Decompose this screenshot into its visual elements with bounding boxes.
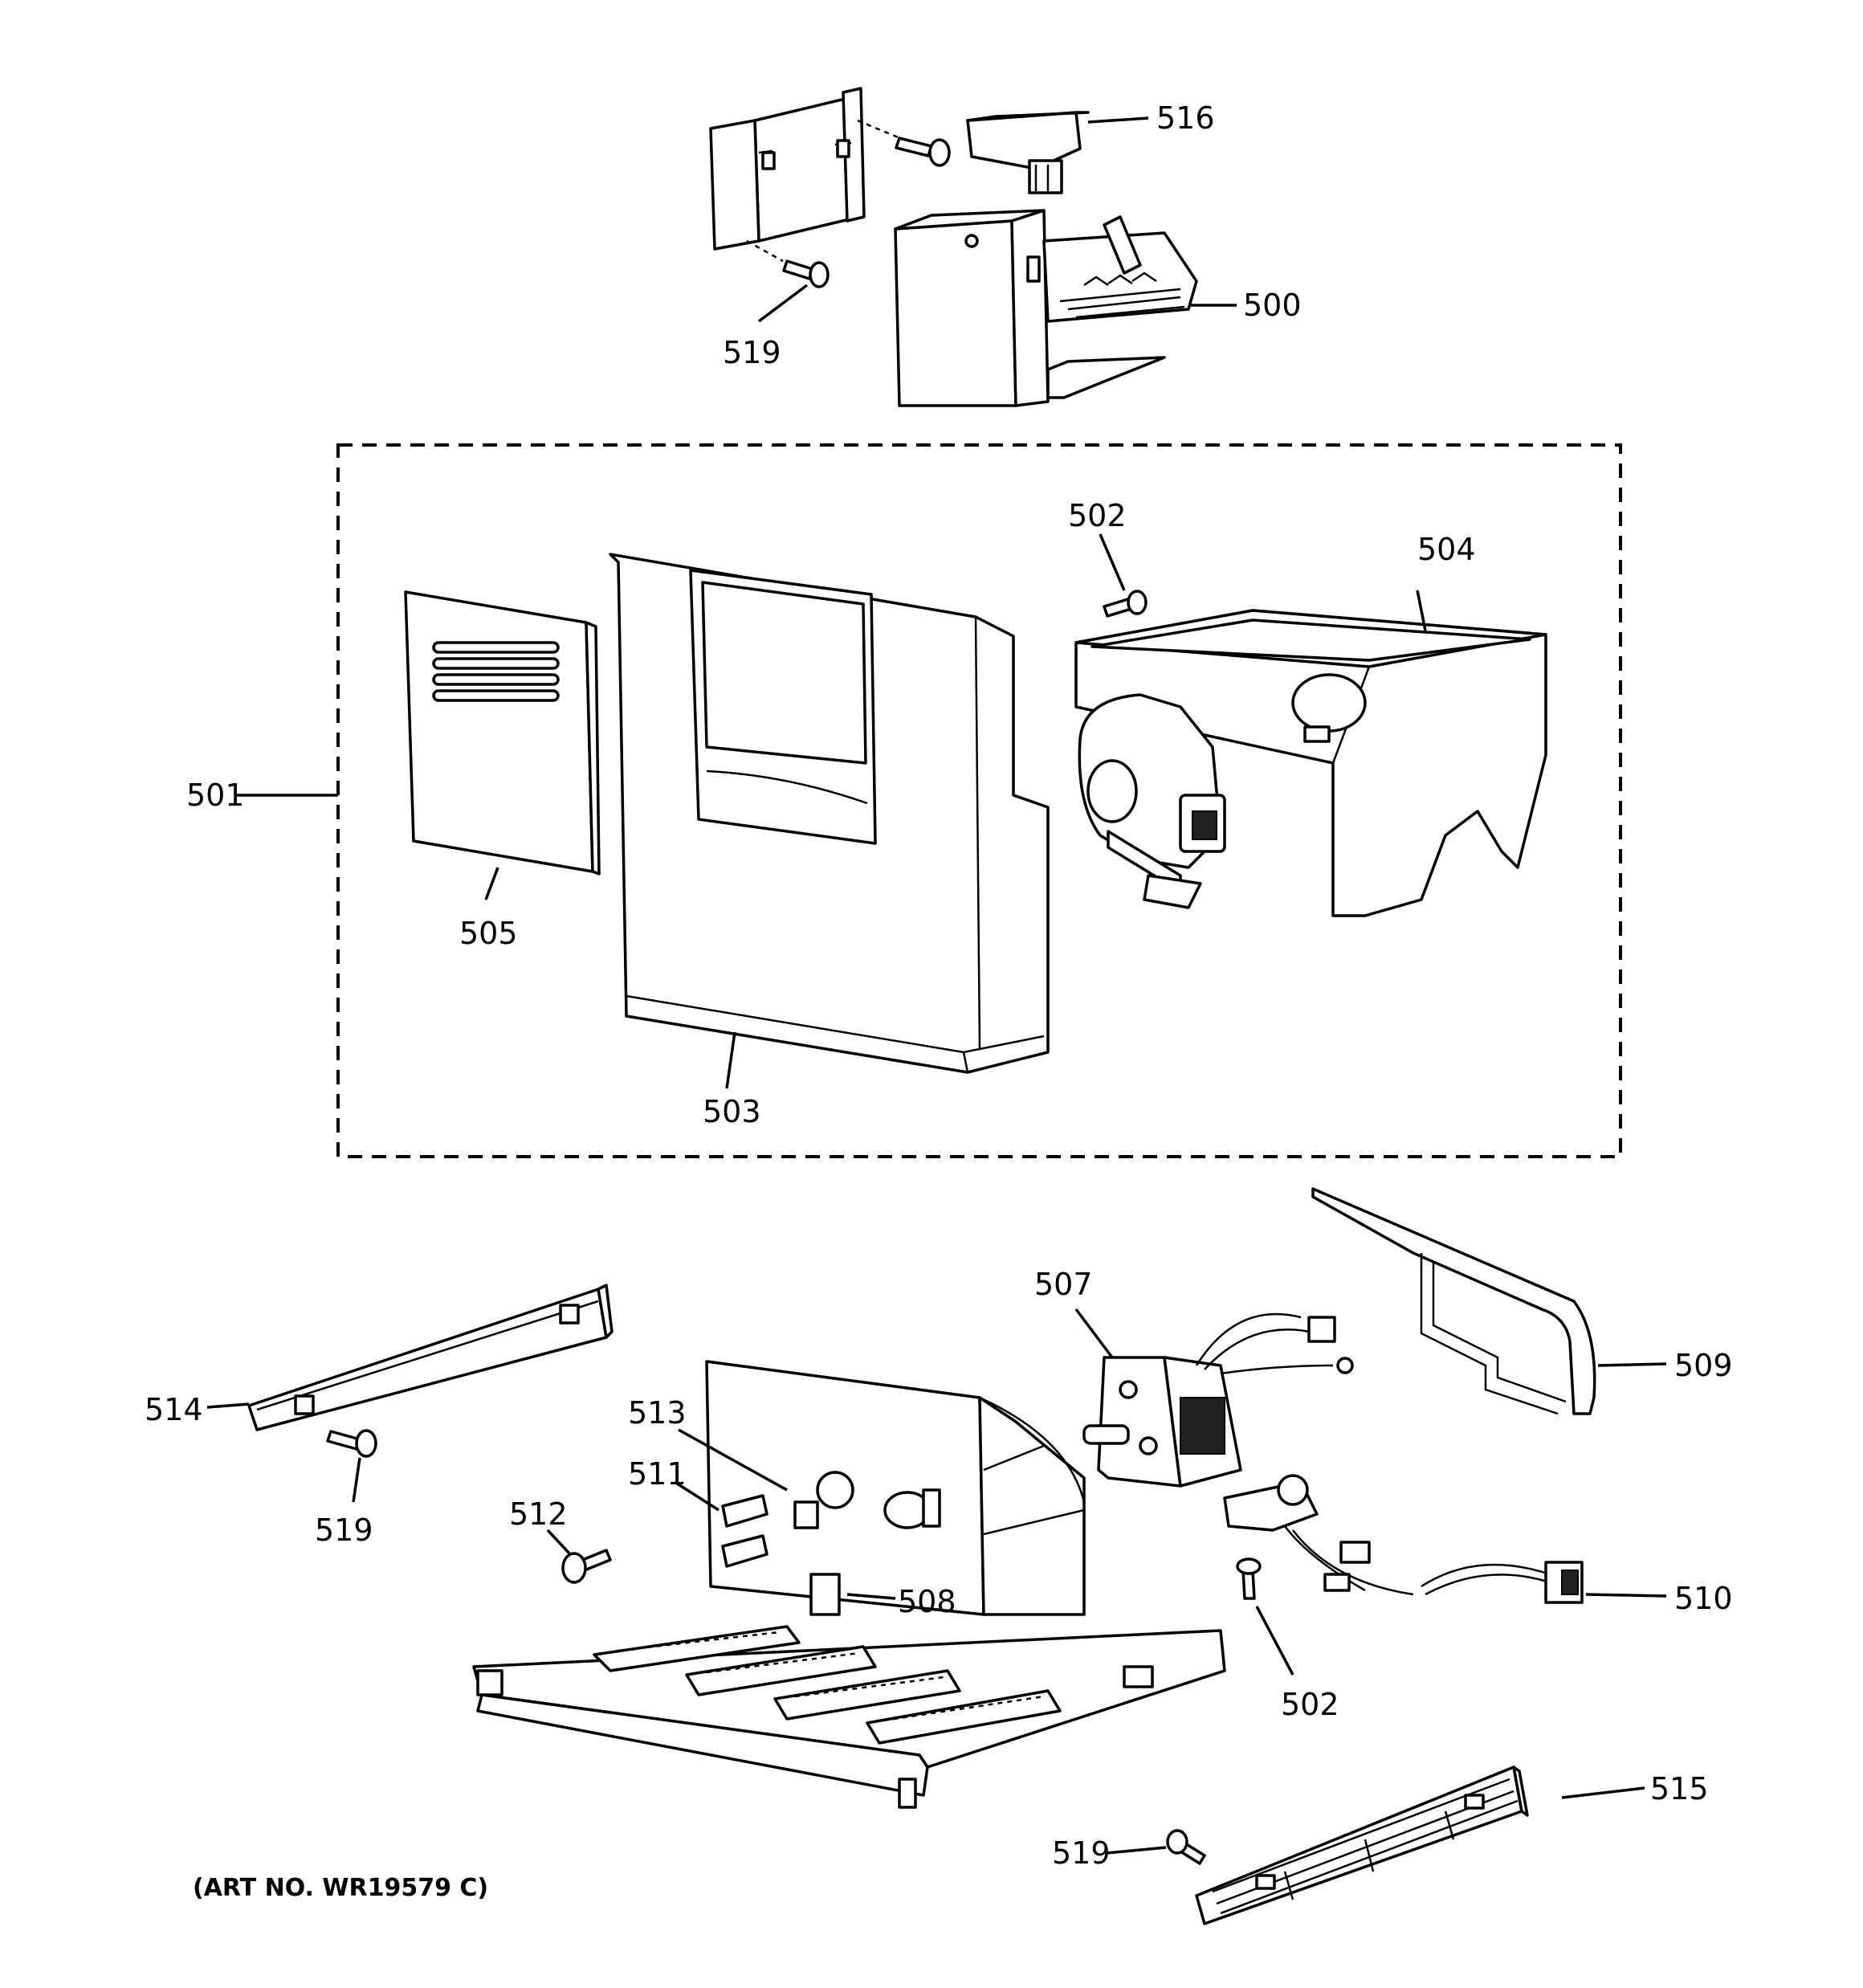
callout-504: 504 (1417, 532, 1476, 567)
callout-519-left: 519 (315, 1512, 373, 1548)
ice-bucket (1074, 609, 1547, 917)
callout-514: 514 (145, 1392, 203, 1427)
left-side-bracket (247, 1284, 614, 1431)
screw-502-top (1103, 590, 1148, 618)
ice-maker-assembly (894, 209, 1198, 407)
callout-501: 501 (186, 778, 245, 813)
leader-lines (206, 116, 1667, 1855)
art-number-label: (ART NO. WR19579 C) (193, 1874, 488, 1902)
callout-labels: 516 500 519 502 504 501 505 503 507 509 … (145, 100, 1733, 1871)
auger-motor (1082, 1312, 1354, 1488)
fill-cup (966, 111, 1090, 194)
callout-513: 513 (628, 1395, 687, 1431)
screw-512 (561, 1549, 612, 1584)
screw-519-top (895, 137, 951, 167)
dispenser-cover-panel (404, 590, 601, 876)
screw-519-left (326, 1429, 377, 1458)
callout-507: 507 (1034, 1267, 1093, 1302)
auger-motor-housing (1078, 693, 1226, 909)
assembly-501-boundary (336, 443, 1622, 1158)
callout-519-bottom: 519 (1052, 1835, 1111, 1871)
callout-515: 515 (1650, 1771, 1709, 1806)
callout-512: 512 (509, 1496, 568, 1532)
callout-510: 510 (1674, 1581, 1733, 1616)
callout-502-lower: 502 (1281, 1687, 1339, 1722)
callout-511: 511 (628, 1456, 687, 1492)
callout-509: 509 (1674, 1348, 1733, 1383)
callout-508: 508 (898, 1584, 956, 1619)
callout-519-top: 519 (723, 335, 781, 370)
callout-505: 505 (459, 916, 518, 951)
dispenser-base-assembly (472, 1360, 1226, 1809)
callout-516: 516 (1156, 100, 1215, 136)
front-grille (1195, 1766, 1529, 1925)
callout-500: 500 (1243, 288, 1302, 323)
ice-maker-mounting-bracket (709, 87, 916, 263)
screw-519-lower (782, 259, 830, 288)
wire-harness (1223, 1474, 1584, 1604)
screw-519-bottom (1166, 1829, 1206, 1865)
screw-502-lower (1236, 1557, 1262, 1600)
callout-502-top: 502 (1068, 498, 1127, 533)
thermostat-cover-guide (1311, 1187, 1596, 1415)
callout-503: 503 (703, 1094, 761, 1129)
bucket-front-panel (609, 553, 1050, 1074)
